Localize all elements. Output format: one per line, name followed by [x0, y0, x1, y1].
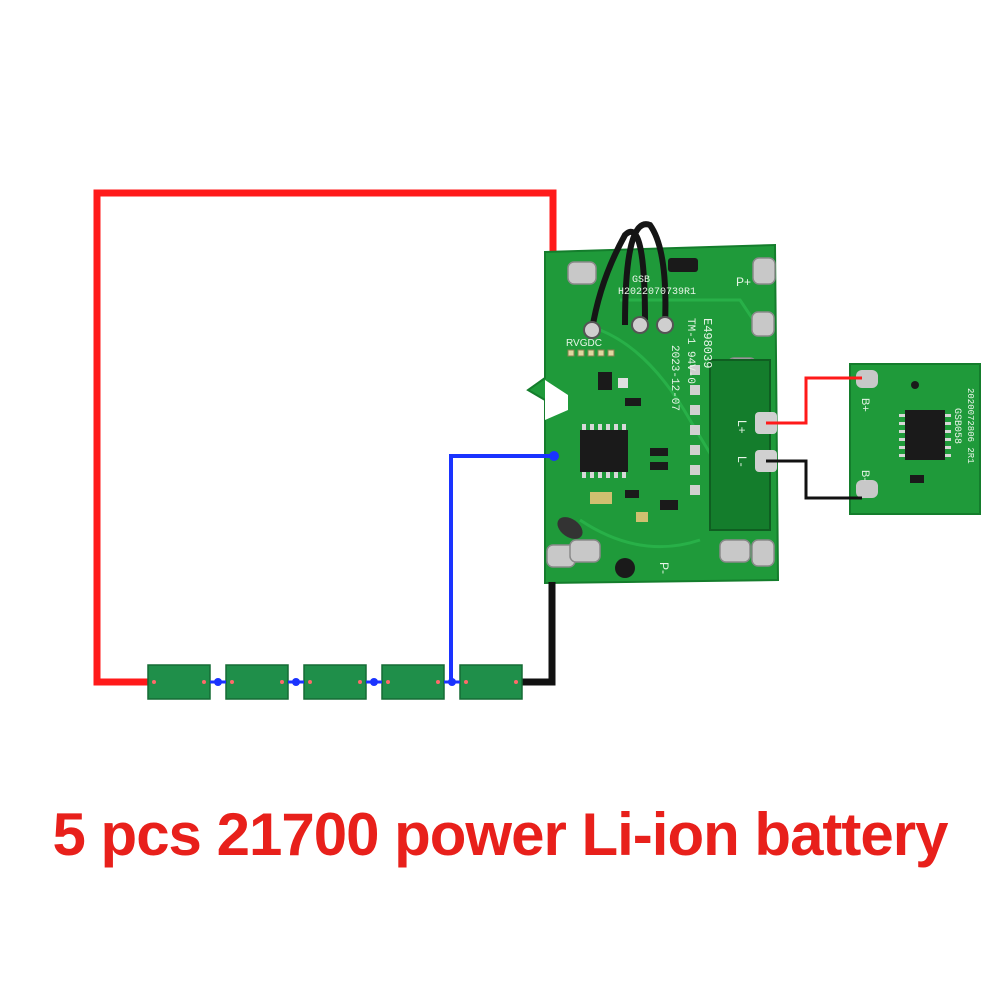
serial-label: H2022070739R1: [618, 287, 696, 298]
small-serial-label: 2020072806 2R1: [965, 388, 975, 464]
small-ic-chip: [905, 410, 945, 460]
cell-pack: [147, 664, 523, 700]
small-model-label: GSB058: [951, 408, 962, 444]
p-plus-label: P+: [736, 275, 751, 289]
main-pcb-board: P+ P- L+ L- RVGDC E498039 TM-1 94V-0 202…: [526, 221, 780, 585]
negative-wire: [518, 582, 556, 686]
model-label: GSB: [632, 275, 650, 286]
code1-label: E498039: [700, 318, 714, 368]
l-minus-wire: [766, 459, 862, 500]
date-label: 2023-12-07: [668, 345, 680, 411]
thermistor: [557, 517, 583, 539]
battery-cell: [381, 664, 445, 700]
battery-cell: [147, 664, 211, 700]
battery-cell: [303, 664, 367, 700]
header-label: RVGDC: [566, 338, 602, 349]
balance-wire: [449, 454, 554, 682]
b-plus-label: B+: [859, 398, 871, 412]
small-pcb-board: B+ B- GSB058 2020072806 2R1: [849, 363, 981, 515]
p-minus-label: P-: [657, 562, 671, 574]
battery-cell: [225, 664, 289, 700]
positive-wire: [93, 189, 557, 686]
code2-label: TM-1 94V-0: [684, 318, 696, 384]
black-loop-wire: [589, 228, 648, 331]
l-plus-label: L+: [735, 420, 749, 434]
ic-chip: [580, 430, 628, 472]
battery-cell: [459, 664, 523, 700]
b-minus-label: B-: [859, 470, 871, 481]
connector-block: [709, 359, 771, 531]
pin-header: [567, 349, 615, 357]
l-plus-wire: [766, 376, 862, 425]
caption-title: 5 pcs 21700 power Li-ion battery: [52, 801, 949, 868]
l-minus-label: L-: [735, 456, 749, 467]
smd-components: [590, 372, 678, 522]
